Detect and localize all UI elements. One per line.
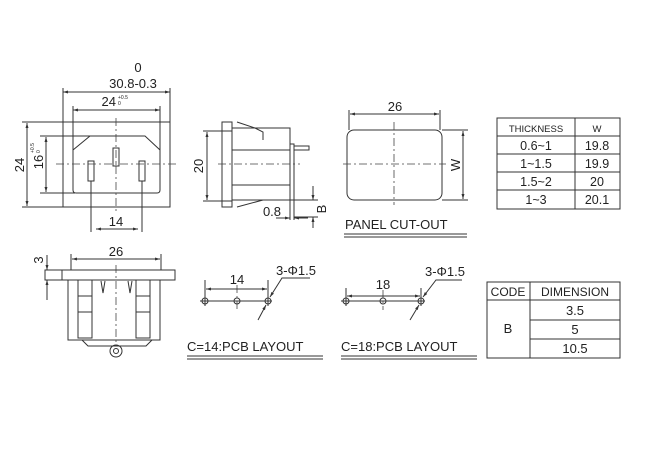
hole-spec: 3-Φ1.5: [276, 263, 316, 278]
pcb-layout-18: 18 3-Φ1.5 C=18:PCB LAYOUT: [341, 264, 477, 360]
pcb-layout-title: C=18:PCB LAYOUT: [341, 339, 458, 354]
tolerance-plus: +0.5: [118, 95, 128, 101]
header-code: CODE: [491, 285, 526, 299]
table-cell: 20.1: [585, 193, 609, 207]
tolerance-plus: +0.5: [30, 143, 36, 153]
table-cell: 1.5~2: [520, 175, 552, 189]
header-thickness: THICKNESS: [509, 124, 563, 135]
code-value: B: [504, 321, 513, 336]
table-cell: 1~3: [525, 193, 546, 207]
width-dimension: 30.8-0.3: [109, 76, 157, 91]
pcb-pitch: 18: [376, 277, 390, 292]
front-view: 0 30.8-0.3 24 +0.5 0 24 16 +0.5 0 14: [12, 60, 176, 232]
header-dimension: DIMENSION: [541, 285, 609, 299]
table-cell: 0.6~1: [520, 139, 552, 153]
panel-cutout-title: PANEL CUT-OUT: [345, 217, 448, 232]
table-cell: 1~1.5: [520, 157, 552, 171]
pcb-layout-14: 14 3-Φ1.5 C=14:PCB LAYOUT: [187, 263, 323, 360]
height-dimension: 24: [12, 158, 27, 172]
inner-width-dimension: 24: [102, 94, 116, 109]
pin-pitch-dimension: 14: [109, 214, 123, 229]
width-tolerance: 0: [134, 60, 141, 75]
table-cell: 20: [590, 175, 604, 189]
bottom-width: 26: [109, 244, 123, 259]
tolerance-minus: 0: [118, 101, 121, 107]
side-view: 20 0.8 B: [191, 121, 329, 228]
table-cell: 19.9: [585, 157, 609, 171]
flange-thickness: 3: [31, 256, 46, 263]
inner-height-dimension: 16: [31, 155, 46, 169]
pcb-pitch: 14: [230, 272, 244, 287]
code-b-label: B: [314, 205, 329, 214]
cutout-height-label: W: [448, 158, 463, 171]
thickness-dimension: 0.8: [263, 204, 281, 219]
panel-cutout: 26 W PANEL CUT-OUT: [343, 99, 468, 238]
pcb-layout-title: C=14:PCB LAYOUT: [187, 339, 304, 354]
dimension-value: 3.5: [566, 303, 584, 318]
side-height-dimension: 20: [191, 159, 206, 173]
bottom-view: 26 3: [31, 244, 176, 358]
header-w: W: [593, 124, 602, 135]
hole-spec: 3-Φ1.5: [425, 264, 465, 279]
dimension-value: 10.5: [562, 341, 587, 356]
table-cell: 19.8: [585, 139, 609, 153]
thickness-table: THICKNESS W 0.6~1 19.8 1~1.5 19.9 1.5~2 …: [496, 117, 621, 210]
tolerance-minus: 0: [36, 150, 42, 153]
code-table: CODE DIMENSION B 3.5 5 10.5: [486, 281, 621, 359]
dimension-value: 5: [571, 322, 578, 337]
cutout-width: 26: [388, 99, 402, 114]
